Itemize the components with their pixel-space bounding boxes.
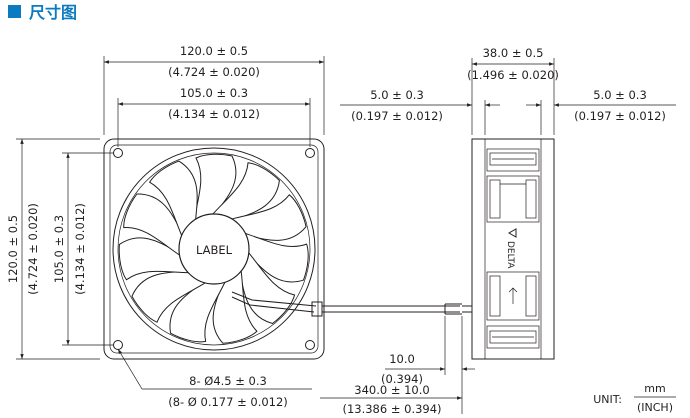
unit-top: mm xyxy=(644,382,665,395)
wire-length-inch: (13.386 ± 0.394) xyxy=(342,402,441,416)
lead-wire: 10.0 (0.394) 340.0 ± 10.0 (13.386 ± 0.39… xyxy=(320,303,475,416)
fan-blade xyxy=(131,270,207,323)
height-holes-inch: (4.134 ± 0.012) xyxy=(73,203,87,295)
header-square-icon xyxy=(8,5,21,18)
section-header: 尺寸图 xyxy=(8,3,77,22)
mount-holes-inch: (8- Ø 0.177 ± 0.012) xyxy=(168,395,288,409)
strip-length-mm: 10.0 xyxy=(389,352,415,366)
mount-hole-leader xyxy=(117,348,143,390)
fan-blade xyxy=(193,153,237,222)
hub-label: LABEL xyxy=(196,243,233,257)
front-dimensions: 120.0 ± 0.5 (4.724 ± 0.020) 105.0 ± 0.3 … xyxy=(6,44,325,409)
delta-logo-icon xyxy=(507,228,517,238)
fan-blade xyxy=(118,237,190,281)
width-outer-inch: (4.724 ± 0.020) xyxy=(168,65,260,79)
depth-mm: 38.0 ± 0.5 xyxy=(483,46,544,60)
fan-frame-inner xyxy=(109,144,319,354)
fan-blade xyxy=(169,280,227,343)
side-housing xyxy=(471,138,555,360)
unit-label: UNIT: xyxy=(593,393,622,406)
fan-frame-outer xyxy=(103,138,325,360)
fan-blade xyxy=(230,194,307,241)
flange-right-mm: 5.0 ± 0.3 xyxy=(593,88,647,102)
fan-blades xyxy=(118,153,309,344)
height-holes-mm: 105.0 ± 0.3 xyxy=(52,215,66,283)
airflow-arrow-icon xyxy=(508,287,518,304)
flange-right-inch: (0.197 ± 0.012) xyxy=(574,109,666,123)
width-outer-mm: 120.0 ± 0.5 xyxy=(180,44,248,58)
flange-left-inch: (0.197 ± 0.012) xyxy=(351,109,443,123)
unit-legend: UNIT: mm (INCH) xyxy=(593,382,676,414)
section-title: 尺寸图 xyxy=(29,3,77,22)
strip-length-inch: (0.394) xyxy=(381,372,423,386)
unit-bottom: (INCH) xyxy=(637,401,673,414)
brand-label: DELTA xyxy=(505,241,515,269)
side-brand: DELTA xyxy=(505,228,517,269)
height-outer-inch: (4.724 ± 0.020) xyxy=(26,203,40,295)
front-view: LABEL xyxy=(103,138,325,360)
fan-blade xyxy=(148,160,198,238)
side-dimensions: 38.0 ± 0.5 (1.496 ± 0.020) 5.0 ± 0.3 (0.… xyxy=(340,46,676,135)
mounting-hole xyxy=(305,340,315,350)
wire-length-mm: 340.0 ± 10.0 xyxy=(354,383,429,397)
depth-inch: (1.496 ± 0.020) xyxy=(467,68,559,82)
height-outer-mm: 120.0 ± 0.5 xyxy=(6,215,20,283)
side-view: DELTA xyxy=(462,138,555,360)
fan-blade xyxy=(243,232,309,283)
flange-left-mm: 5.0 ± 0.3 xyxy=(370,88,424,102)
fan-venturi xyxy=(112,147,316,351)
mounting-hole xyxy=(305,148,315,158)
fan-hub xyxy=(178,213,250,285)
mounting-hole xyxy=(113,340,123,350)
width-holes-inch: (4.134 ± 0.012) xyxy=(168,107,260,121)
width-holes-mm: 105.0 ± 0.3 xyxy=(180,86,248,100)
fan-blade xyxy=(123,193,184,257)
wire-exit-clip xyxy=(311,301,323,317)
mount-holes-mm: 8- Ø4.5 ± 0.3 xyxy=(189,374,267,388)
mounting-hole xyxy=(113,148,123,158)
fan-blade xyxy=(211,162,280,221)
